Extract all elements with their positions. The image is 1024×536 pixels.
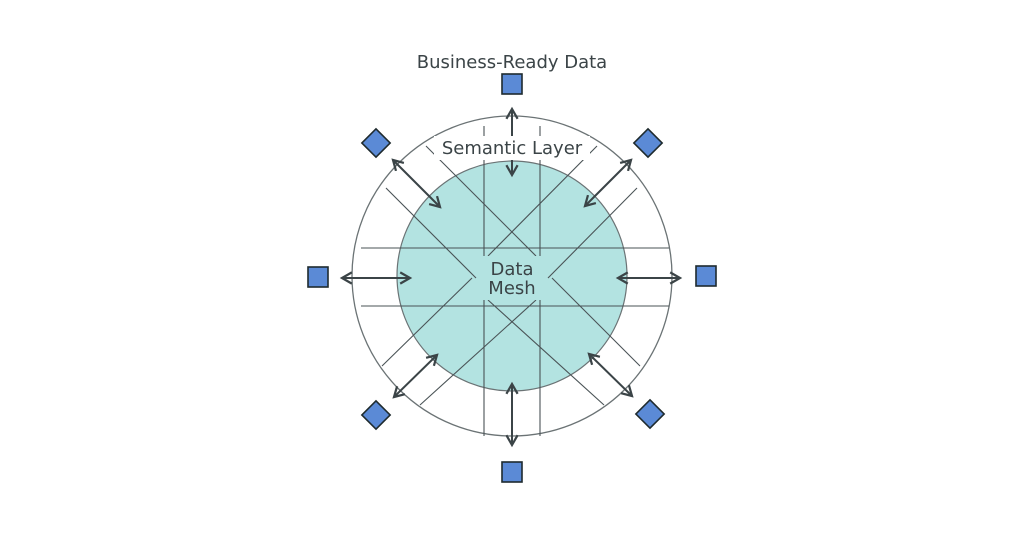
node-left[interactable] [307, 266, 329, 288]
core-label-line1: Data [491, 259, 534, 280]
node-top[interactable] [501, 73, 523, 95]
connection-arrows [339, 106, 683, 448]
core-label-bg [484, 256, 540, 300]
semantic-layer-label: Semantic Layer [442, 138, 583, 159]
node-top-right[interactable] [632, 127, 664, 159]
semantic-label-bg [434, 136, 590, 160]
core-label-line2: Mesh [488, 278, 535, 299]
title: Business-Ready Data [417, 52, 607, 73]
node-bottom[interactable] [501, 461, 523, 483]
node-bottom-left[interactable] [360, 399, 392, 431]
node-right[interactable] [695, 265, 717, 287]
node-bottom-right[interactable] [634, 398, 666, 430]
node-top-left[interactable] [360, 127, 392, 159]
mesh-grid-lines [361, 126, 669, 436]
